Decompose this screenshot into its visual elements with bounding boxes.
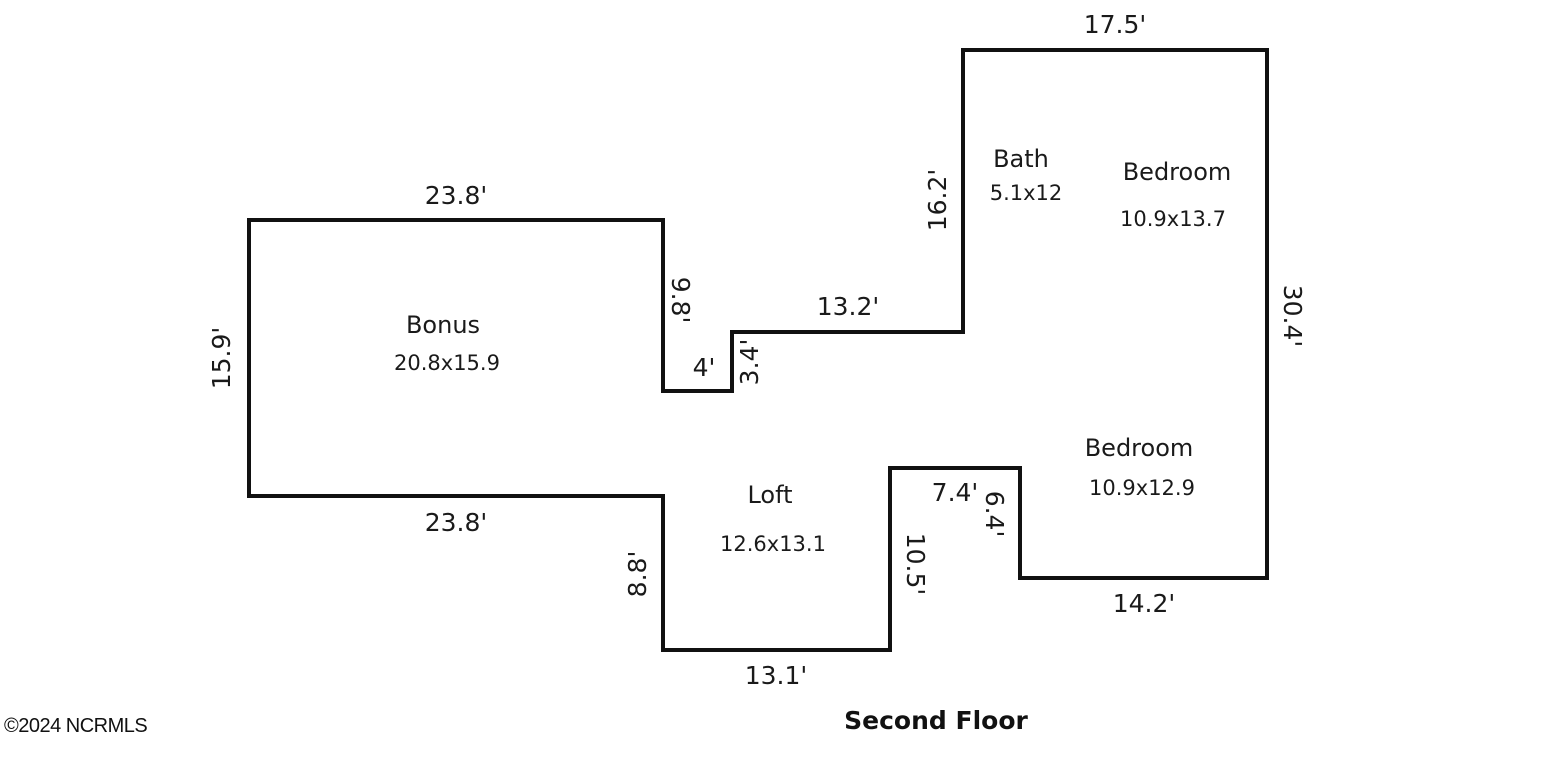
room-bath-size: 5.1x12 (990, 181, 1063, 205)
dim-notch-bottom: 4' (693, 353, 716, 382)
dim-bonus-right-step: 9.8' (666, 277, 695, 324)
room-bedroom-lower-size: 10.9x12.9 (1089, 476, 1195, 500)
dim-loft-left: 8.8' (623, 551, 652, 598)
room-bedroom-lower-name: Bedroom (1085, 434, 1194, 462)
copyright-text: ©2024 NCRMLS (4, 715, 147, 737)
room-loft-size: 12.6x13.1 (720, 532, 826, 556)
floor-title: Second Floor (844, 706, 1028, 735)
dim-loft-bottom: 13.1' (745, 661, 808, 690)
dim-bottom-right: 14.2' (1113, 589, 1176, 618)
room-bedroom-upper-name: Bedroom (1123, 158, 1232, 186)
room-bath-name: Bath (993, 145, 1049, 173)
dim-bonus-bottom: 23.8' (425, 508, 488, 537)
dim-middle-top: 13.2' (817, 292, 880, 321)
dim-bonus-left: 15.9' (207, 327, 236, 390)
dim-bonus-top: 23.8' (425, 181, 488, 210)
dim-step-horizontal: 7.4' (932, 478, 979, 507)
room-bonus-name: Bonus (406, 311, 480, 339)
dim-bath-left: 16.2' (923, 169, 952, 232)
dim-loft-right: 10.5' (901, 533, 930, 596)
dim-step-vertical: 6.4' (980, 491, 1009, 538)
floor-outline (247, 48, 1269, 652)
room-loft-name: Loft (747, 481, 792, 509)
dim-right: 30.4' (1278, 285, 1307, 348)
dim-top: 17.5' (1084, 10, 1147, 39)
room-bonus-size: 20.8x15.9 (394, 351, 500, 375)
dim-notch-right: 3.4' (735, 339, 764, 386)
room-bedroom-upper-size: 10.9x13.7 (1120, 207, 1226, 231)
